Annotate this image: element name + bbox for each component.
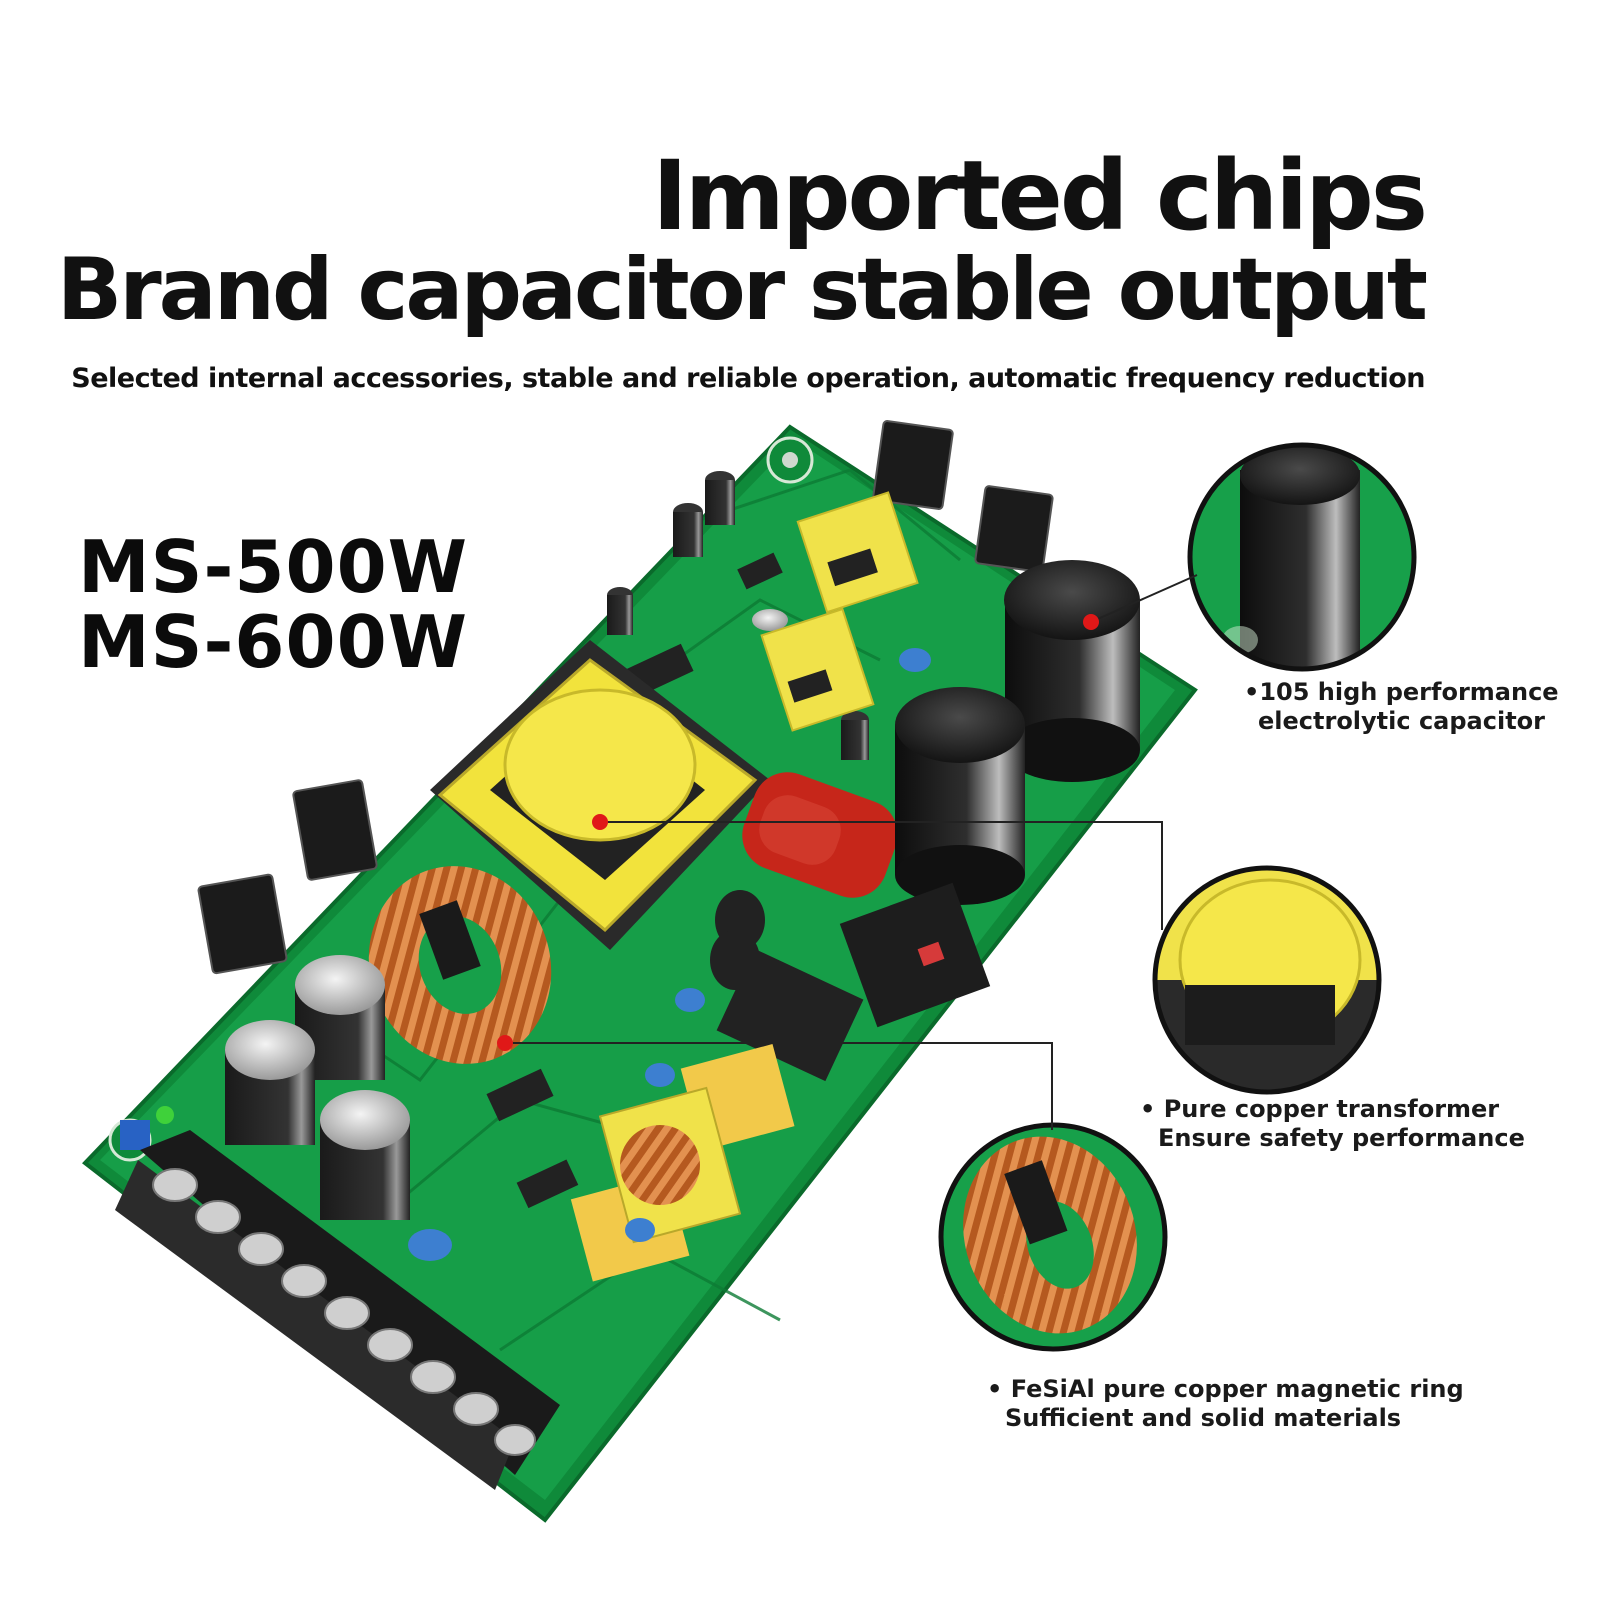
callout-transformer-line-2: Ensure safety performance (1158, 1124, 1525, 1152)
zoom-capacitor (1187, 442, 1417, 672)
magnetic-ring (368, 866, 552, 1064)
callout-ring: • FeSiAl pure copper magnetic ring Suffi… (987, 1375, 1464, 1433)
callout-capacitor: •105 high performance electrolytic capac… (1244, 678, 1559, 736)
subheading: Selected internal accessories, stable an… (71, 363, 1425, 394)
callout-transformer: • Pure copper transformer Ensure safety … (1140, 1095, 1525, 1153)
callout-capacitor-line-2: electrolytic capacitor (1258, 707, 1546, 735)
headline-line-1: Imported chips (652, 140, 1428, 252)
headline-line-2: Brand capacitor stable output (56, 240, 1428, 340)
terminal-block (115, 1130, 560, 1490)
model-name: MS-600W (78, 600, 469, 684)
callout-ring-line-1: • FeSiAl pure copper magnetic ring (987, 1375, 1464, 1403)
electrolytic-capacitor (895, 560, 1140, 905)
model-name: MS-500W (78, 525, 469, 609)
zoom-transformer (1152, 865, 1382, 1095)
callout-transformer-line-1: • Pure copper transformer (1140, 1095, 1500, 1123)
callout-ring-line-2: Sufficient and solid materials (1005, 1404, 1402, 1432)
zoom-ring (938, 1122, 1168, 1352)
callout-capacitor-line-1: •105 high performance (1244, 678, 1559, 706)
